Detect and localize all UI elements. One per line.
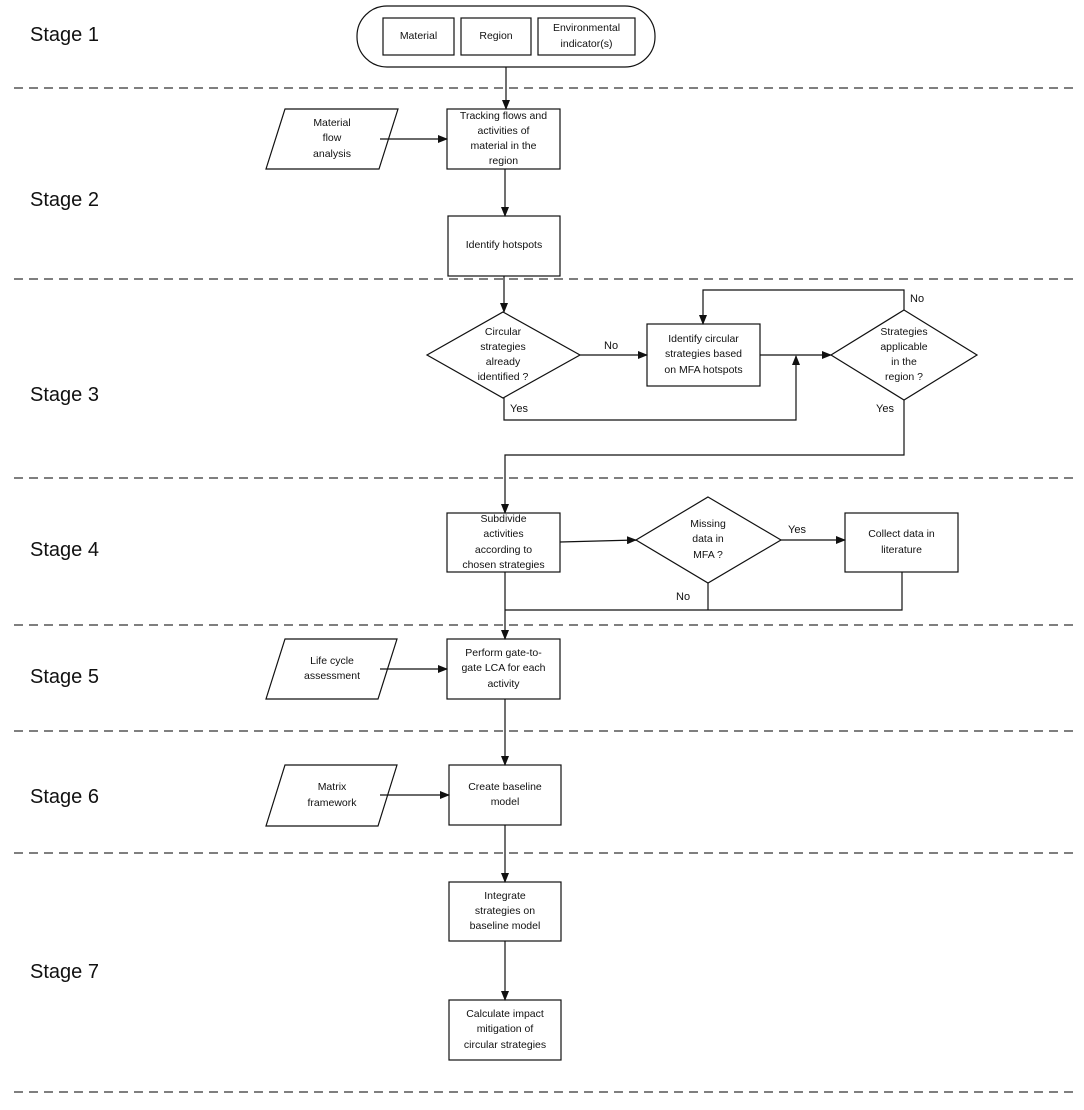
stage-separators: [14, 87, 1074, 1093]
integrate-label: Integrate strategies on baseline model: [469, 889, 541, 933]
edge-label-yes-collect: Yes: [788, 524, 806, 536]
shapes: [265, 5, 979, 1061]
material-label: Material: [399, 29, 438, 42]
tracking-label: Tracking flows and activities of materia…: [459, 109, 548, 168]
lca-input-parallelogram: [265, 638, 398, 700]
hotspots-box: [447, 215, 561, 277]
subdivide-box: [446, 512, 561, 573]
connectors: [380, 67, 905, 1001]
material-box: [382, 17, 455, 56]
arrow-no-loop-top: [699, 289, 905, 325]
edge-label-yes-subdivide: Yes: [876, 403, 894, 415]
strategies-applicable-label: Strategies applicable in the region ?: [880, 325, 928, 384]
subdivide-label: Subdivide activities according to chosen…: [462, 513, 545, 571]
arrow-subdivide-to-missing: [559, 536, 637, 545]
region-box: [460, 17, 532, 56]
edge-label-yes-loop: Yes: [510, 403, 528, 415]
perform-lca-box: [446, 638, 561, 700]
perform-lca-label: Perform gate-to- gate LCA for each activ…: [461, 647, 546, 690]
collect-data-label: Collect data in literature: [868, 528, 935, 556]
calculate-label: Calculate impact mitigation of circular …: [463, 1008, 547, 1051]
stage-6-label: Stage 6: [30, 786, 99, 808]
identify-circular-label: Identify circular strategies based on MF…: [664, 333, 743, 376]
stage-3-label: Stage 3: [30, 384, 99, 406]
stage-5-label: Stage 5: [30, 666, 99, 688]
stage-7-label: Stage 7: [30, 961, 99, 983]
matrix-input-label: Matrix framework: [307, 781, 357, 809]
hotspots-label: Identify hotspots: [465, 239, 543, 252]
arrow-yes-loop: [503, 355, 800, 421]
lca-input-label: Life cycle assessment: [303, 654, 361, 682]
calculate-box: [448, 999, 562, 1061]
missing-data-label: Missing data in MFA ?: [690, 518, 726, 561]
edge-label-no-missing: No: [676, 591, 691, 603]
integrate-box: [448, 881, 562, 942]
baseline-label: Create baseline model: [468, 780, 542, 808]
arrow-yes-to-subdivide: [501, 400, 905, 514]
circular-identified-diamond: [425, 311, 582, 399]
region-label: Region: [479, 29, 513, 42]
stage-1-label: Stage 1: [30, 24, 99, 46]
stage-4-label: Stage 4: [30, 539, 99, 561]
edge-label-no-loop-top: No: [910, 293, 925, 305]
baseline-box: [448, 764, 562, 826]
env-indicators-box: [537, 17, 636, 56]
mfa-input-parallelogram: [265, 108, 399, 170]
stage-2-label: Stage 2: [30, 189, 99, 211]
circular-identified-label: Circular strategies already identified ?: [477, 325, 529, 384]
matrix-input-parallelogram: [265, 764, 398, 827]
mfa-input-label: Material flow analysis: [313, 117, 351, 160]
line-collect-down: [505, 572, 903, 611]
tracking-box: [446, 108, 561, 170]
env-indicators-label: Environmental indicator(s): [552, 22, 621, 50]
collect-data-box: [844, 512, 959, 573]
edge-label-no-identify: No: [604, 340, 619, 352]
